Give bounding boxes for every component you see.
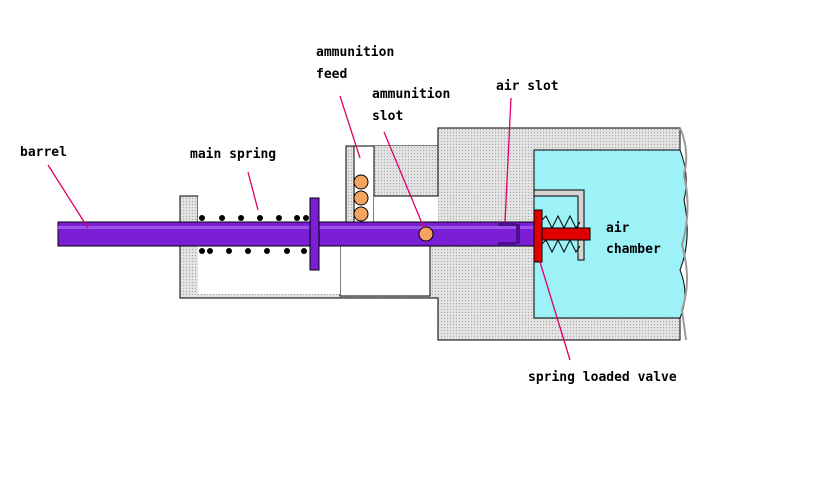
ammunition-rounds — [353, 174, 434, 242]
air-slot — [498, 222, 516, 226]
label-ammunition-feed-1: ammunition — [316, 45, 394, 60]
label-ammunition-feed-2: feed — [316, 67, 347, 82]
barrel — [57, 221, 535, 247]
label-barrel: barrel — [20, 145, 67, 160]
label-air-chamber-2: chamber — [606, 242, 661, 257]
spring-loaded-valve — [533, 209, 591, 263]
valve-spring — [539, 214, 581, 254]
spring-flange — [309, 197, 320, 271]
label-air-chamber-1: air — [606, 221, 630, 236]
label-main-spring: main spring — [190, 147, 276, 162]
main-spring — [199, 215, 309, 254]
leader-lines — [47, 95, 571, 361]
valve-bracket — [533, 189, 585, 261]
label-ammunition-slot-2: slot — [372, 109, 403, 124]
label-ammunition-slot-1: ammunition — [372, 87, 450, 102]
label-air-slot: air slot — [496, 79, 559, 94]
label-spring-loaded-valve: spring loaded valve — [528, 370, 677, 385]
chambered-round — [418, 226, 434, 242]
